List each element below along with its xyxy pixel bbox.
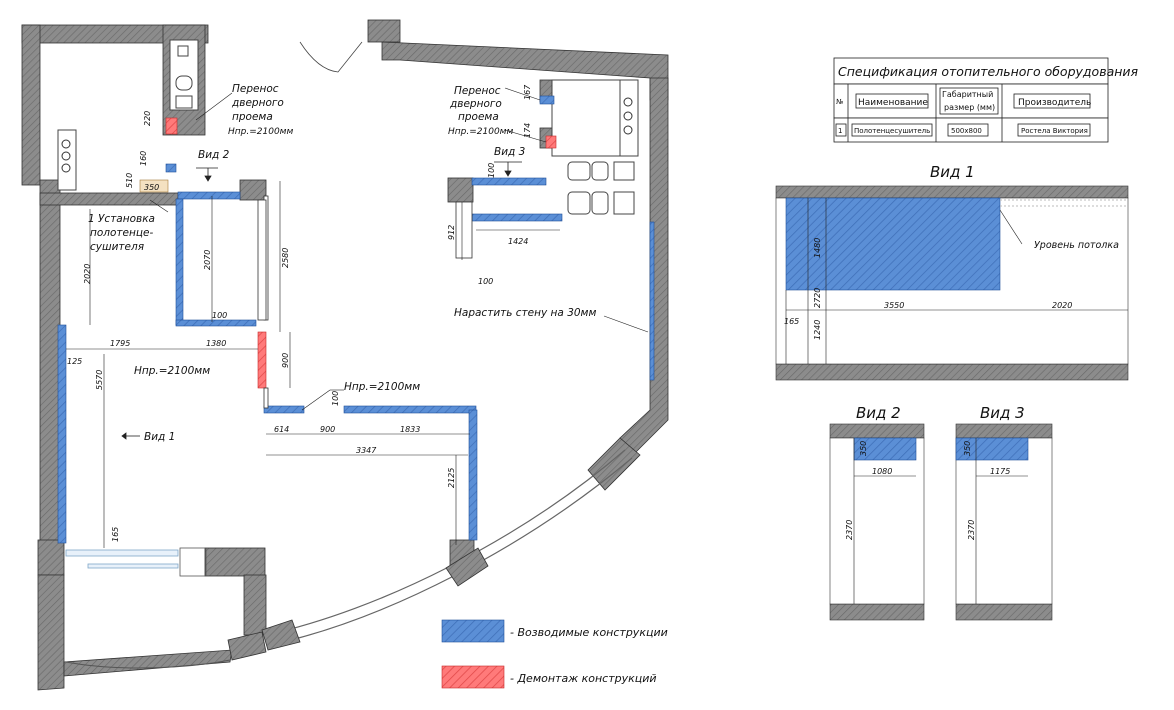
spec-header-maker: Производитель — [1018, 98, 1091, 108]
floor-plan: Перенос дверного проема Нпр.=2100мм Пере… — [21, 19, 1044, 691]
dim-220: 220 — [143, 111, 152, 126]
view1-dim-1480: 1480 — [813, 238, 822, 258]
view3-dim-350: 350 — [963, 441, 972, 456]
spec-header-no: № — [836, 98, 843, 106]
view2-title: Вид 2 — [856, 404, 901, 422]
demolition — [165, 117, 557, 389]
view3-dim-2370: 2370 — [967, 520, 976, 540]
dim-350: 350 — [144, 183, 159, 192]
dim-5570: 5570 — [95, 370, 104, 390]
label-view2: Вид 2 — [198, 149, 230, 161]
view3-dim-1175: 1175 — [990, 467, 1010, 476]
spec-row-name: Полотенцесушитель — [854, 127, 930, 135]
dim-100c: 100 — [212, 311, 227, 320]
legend-build-label: - Возводимые конструкции — [510, 626, 668, 639]
dim-900a: 900 — [281, 353, 290, 368]
legend-build-swatch — [441, 619, 505, 643]
spec-row-no: 1 — [838, 127, 842, 135]
spec-header-size: Габаритный — [942, 90, 993, 99]
dim-2020: 2020 — [83, 264, 92, 284]
note-move-door-2-l4: Нпр.=2100мм — [448, 127, 513, 137]
dim-174: 174 — [523, 123, 532, 138]
view2-drawing — [829, 423, 925, 621]
dim-912: 912 — [447, 225, 456, 240]
dim-165: 165 — [111, 527, 120, 542]
note-install-l1: 1 Установка — [88, 213, 155, 225]
dim-1424: 1424 — [508, 237, 528, 246]
exterior-walls — [21, 19, 669, 691]
view3-title: Вид 3 — [980, 404, 1025, 422]
label-view3: Вид 3 — [494, 146, 525, 158]
dim-125: 125 — [67, 357, 82, 366]
view1-dim-165: 165 — [784, 317, 799, 326]
dim-2125: 2125 — [447, 468, 456, 488]
dim-100b: 100 — [478, 277, 493, 286]
spec-row-size: 500х800 — [951, 127, 982, 135]
note-move-door-1-l3: проема — [232, 111, 273, 123]
spec-title: Спецификация отопительного оборудования — [838, 64, 1139, 79]
dim-1833: 1833 — [400, 425, 420, 434]
view1-dim-2020: 2020 — [1052, 301, 1072, 310]
view2-dim-2370: 2370 — [845, 520, 854, 540]
dim-1380: 1380 — [206, 339, 226, 348]
dim-1795: 1795 — [110, 339, 130, 348]
dim-3347: 3347 — [356, 446, 377, 455]
spec-table — [833, 57, 1109, 143]
view2-dim-350: 350 — [859, 441, 868, 456]
view1-drawing — [775, 185, 1129, 381]
view1-title: Вид 1 — [930, 163, 975, 181]
dim-900b: 900 — [320, 425, 335, 434]
view2-dim-1080: 1080 — [872, 467, 892, 476]
note-move-door-2-l2: дверного — [449, 98, 502, 110]
label-view1: Вид 1 — [144, 431, 175, 443]
note-extend-wall: Нарастить стену на 30мм — [454, 307, 596, 319]
dim-2580: 2580 — [281, 248, 290, 268]
dim-160: 160 — [139, 151, 148, 166]
dim-100d: 100 — [331, 391, 340, 406]
spec-header-name: Наименование — [858, 98, 928, 108]
dim-510: 510 — [125, 173, 134, 188]
note-install-l3: сушителя — [90, 241, 144, 253]
note-install-l2: полотенце- — [90, 227, 153, 239]
door-height-2: Нпр.=2100мм — [344, 381, 420, 393]
note-move-door-1-l4: Нпр.=2100мм — [228, 127, 293, 137]
note-move-door-2-l3: проема — [458, 111, 499, 123]
view1-dim-1240: 1240 — [813, 320, 822, 340]
dim-167: 167 — [523, 84, 532, 100]
spec-header-size-2: размер (мм) — [944, 103, 995, 112]
note-move-door-1-l1: Перенос — [232, 83, 279, 95]
view1-ceiling-label: Уровень потолка — [1034, 240, 1119, 251]
legend-demolish-label: - Демонтаж конструкций — [510, 672, 657, 685]
dim-614: 614 — [274, 425, 289, 434]
door-height-1: Нпр.=2100мм — [134, 365, 210, 377]
legend: - Возводимые конструкции - Демонтаж конс… — [441, 619, 668, 689]
view1-dim-3550: 3550 — [884, 301, 904, 310]
dim-100a: 100 — [487, 163, 496, 178]
view1-dim-2720: 2720 — [813, 288, 822, 308]
legend-demolish-swatch — [441, 665, 505, 689]
note-move-door-2-l1: Перенос — [454, 85, 501, 97]
dim-2070: 2070 — [203, 250, 212, 270]
view3-drawing — [955, 423, 1053, 621]
note-move-door-1-l2: дверного — [231, 97, 284, 109]
spec-row-maker: Ростела Виктория — [1021, 127, 1088, 135]
